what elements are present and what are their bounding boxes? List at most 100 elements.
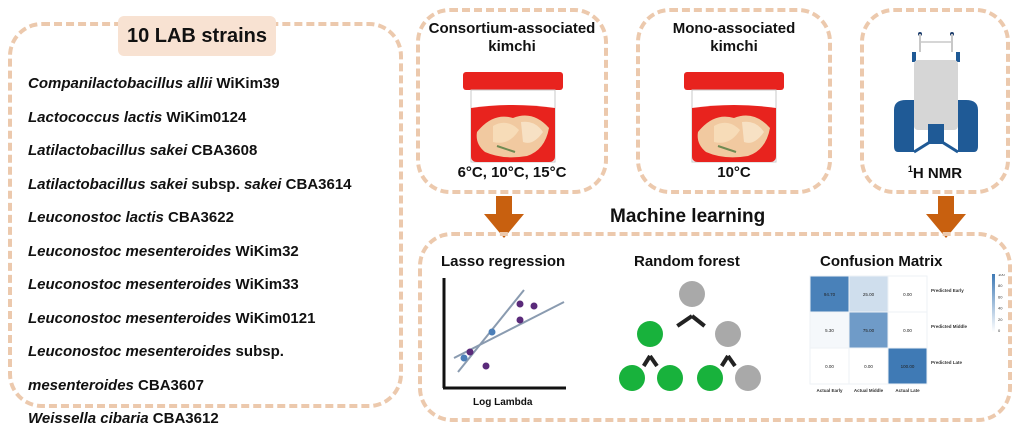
strain-item: Leuconostoc mesenteroides subsp. — [28, 335, 352, 369]
matrix-value: 0.00 — [903, 292, 912, 297]
consortium-title-line2: kimchi — [488, 38, 536, 55]
nmr-caption-text: H NMR — [912, 165, 963, 182]
strain-id: CBA3622 — [163, 209, 234, 226]
tree-node — [657, 365, 683, 391]
strain-id: WiKim33 — [231, 276, 299, 293]
machine-learning-title: Machine learning — [610, 206, 766, 227]
species-name: Leuconostoc mesenteroides — [28, 242, 232, 260]
colorbar-tick: 60 — [998, 294, 1003, 299]
machine-learning-panel — [418, 232, 1012, 422]
col-label: Actual Middle — [854, 388, 884, 393]
arrow-down-icon — [926, 196, 966, 238]
row-label: Predicted Early — [931, 288, 964, 293]
matrix-value: 25.00 — [863, 292, 875, 297]
nmr-panel: 1H NMR — [860, 8, 1010, 194]
matrix-value: 0.00 — [903, 328, 912, 333]
matrix-cell — [809, 275, 850, 313]
strain-id: WiKim0124 — [162, 108, 247, 126]
matrix-value: 100.00 — [901, 364, 915, 369]
strain-id: WiKim39 — [212, 75, 280, 92]
tree-node — [735, 365, 761, 391]
colorbar-tick: 40 — [998, 306, 1003, 311]
species-name: Latilactobacillus sakei — [28, 142, 188, 159]
mono-kimchi-panel: Mono-associated kimchi 10°C — [636, 8, 832, 194]
matrix-value: 0.00 — [864, 364, 873, 369]
tree-node — [679, 281, 705, 307]
species-name: mesenteroides — [28, 376, 134, 394]
strain-id: subsp. — [187, 175, 244, 193]
data-point — [488, 328, 496, 336]
arrow-down-icon — [484, 196, 524, 238]
species-name: Leuconostoc mesenteroides — [28, 343, 232, 360]
data-point — [482, 362, 490, 370]
row-label: Predicted Middle — [931, 324, 968, 329]
strain-item: Leuconostoc mesenteroides WiKim0121 — [28, 302, 352, 336]
strain-item: Lactococcus lactis WiKim0124 — [28, 101, 352, 135]
matrix-cell — [887, 347, 928, 385]
strain-item: Companilactobacillus allii WiKim39 — [28, 67, 352, 101]
colorbar-tick: 20 — [998, 317, 1003, 322]
strain-id: WiKim0121 — [231, 309, 316, 327]
row-label: Predicted Late — [931, 360, 963, 365]
matrix-cell — [848, 311, 889, 349]
random-forest-title: Random forest — [634, 253, 740, 270]
colorbar-tick: 0 — [998, 328, 1001, 333]
tree-node — [619, 365, 645, 391]
strain-item: Leuconostoc mesenteroides WiKim32 — [28, 235, 352, 269]
strain-item: Latilactobacillus sakei CBA3608 — [28, 134, 352, 168]
lasso-plot — [442, 278, 566, 390]
species-name: Companilactobacillus allii — [28, 75, 213, 92]
species-name: Leuconostoc lactis — [28, 209, 164, 226]
tree-branch — [726, 354, 737, 368]
data-point — [530, 302, 538, 310]
data-point — [466, 348, 474, 356]
nmr-caption-superscript: 1 — [907, 164, 913, 174]
strain-id: WiKim32 — [231, 242, 299, 260]
matrix-cell — [887, 311, 928, 349]
species-name: Lactococcus lactis — [28, 108, 163, 126]
matrix-value: 5.30 — [825, 328, 834, 333]
tree-node — [697, 365, 723, 391]
data-point — [460, 354, 468, 362]
strain-item: mesenteroides CBA3607 — [28, 369, 352, 403]
strain-id: CBA3614 — [281, 175, 352, 193]
strain-id: subsp. — [231, 343, 284, 360]
strain-id: CBA3608 — [187, 142, 258, 159]
mono-temperature: 10°C — [717, 164, 751, 181]
tree-branch — [648, 354, 659, 368]
regression-line — [453, 301, 565, 359]
strain-item: Latilactobacillus sakei subsp. sakei CBA… — [28, 168, 352, 202]
species-name: Weissella cibaria — [28, 410, 149, 427]
matrix-cell — [809, 347, 850, 385]
lasso-title: Lasso regression — [441, 253, 566, 270]
strain-item: Leuconostoc mesenteroides WiKim33 — [28, 268, 352, 302]
consortium-title-line1: Consortium-associated — [428, 20, 596, 37]
tree-node — [637, 321, 663, 347]
nmr-caption: 1H NMR — [864, 164, 1006, 182]
mono-title-line2: kimchi — [710, 38, 758, 55]
tree-branch — [676, 314, 694, 328]
matrix-value: 75.00 — [863, 328, 875, 333]
species-name: sakei — [243, 175, 282, 193]
tree-node — [715, 321, 741, 347]
consortium-temperatures: 6°C, 10°C, 15°C — [457, 164, 567, 181]
confusion-matrix-title: Confusion Matrix — [820, 253, 943, 270]
strain-id: CBA3607 — [133, 376, 204, 394]
col-label: Actual Late — [895, 388, 920, 393]
matrix-cell — [887, 275, 928, 313]
consortium-title: Consortium-associated kimchi — [420, 20, 604, 56]
species-name: Latilactobacillus sakei — [28, 175, 188, 193]
kimchi-jar-icon — [463, 72, 563, 163]
matrix-value: 94.70 — [824, 292, 836, 297]
consortium-kimchi-panel: Consortium-associated kimchi 6°C, 10°C, … — [416, 8, 608, 194]
data-point — [516, 300, 524, 308]
tree-branch — [690, 314, 706, 328]
species-name: Leuconostoc mesenteroides — [28, 276, 232, 293]
colorbar-tick: 80 — [998, 283, 1003, 288]
strain-item: Weissella cibaria CBA3612 — [28, 402, 352, 436]
species-name: Leuconostoc mesenteroides — [28, 309, 232, 327]
mono-title: Mono-associated kimchi — [640, 20, 828, 56]
col-label: Actual Early — [816, 388, 843, 393]
